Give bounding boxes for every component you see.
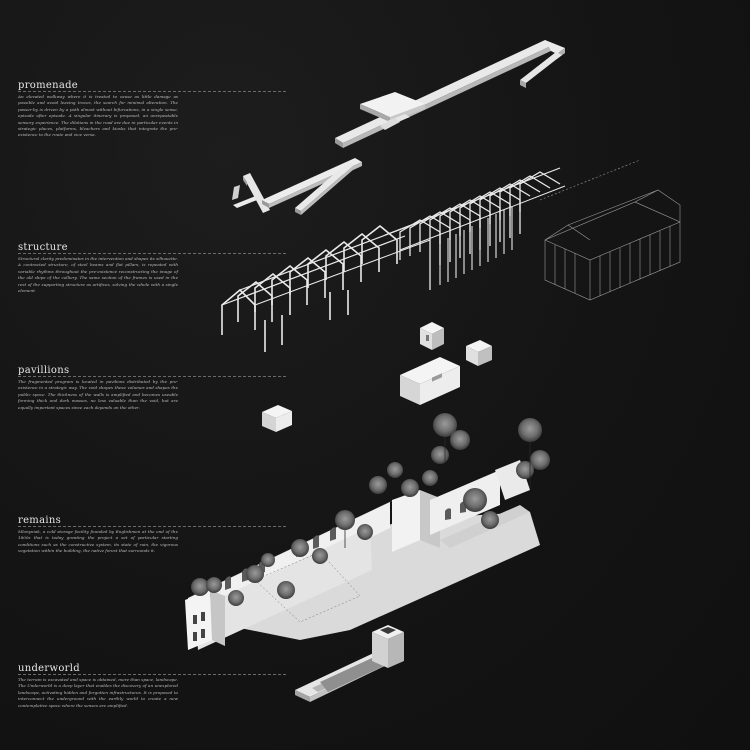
- structure-frame-model: [221, 159, 681, 352]
- section-promenade: promenade An elevated walkway where it i…: [18, 80, 288, 139]
- underworld-excavation-model: [295, 625, 404, 702]
- dashed-leader-line: [18, 376, 286, 377]
- section-title: promenade: [18, 80, 79, 91]
- section-title: underworld: [18, 663, 80, 674]
- pavillions-model: [262, 322, 492, 432]
- dashed-leader-line: [18, 674, 286, 675]
- dashed-leader-line: [18, 526, 286, 527]
- section-title: pavillions: [18, 365, 70, 376]
- dashed-leader-line: [18, 91, 286, 92]
- section-remains: remains Mlonyniak, a cold storage facili…: [18, 515, 288, 555]
- section-pavillions: pavillions The fragmented program is loc…: [18, 365, 288, 411]
- section-structure: structure Structural clarity predominate…: [18, 242, 288, 294]
- section-title: remains: [18, 515, 62, 526]
- dashed-leader-line: [18, 253, 286, 254]
- section-title: structure: [18, 242, 68, 253]
- promenade-walkway-model: [232, 40, 565, 215]
- section-text: The fragmented program is located in pav…: [18, 379, 178, 410]
- section-text: An elevated walkway where it is treated …: [18, 94, 178, 138]
- section-text: The terrain is excavated and space is ob…: [18, 677, 178, 708]
- section-underworld: underworld The terrain is excavated and …: [18, 663, 288, 709]
- section-text: Mlonyniak, a cold storage facility found…: [18, 529, 178, 554]
- remains-ruin-model: [185, 413, 550, 650]
- section-text: Structural clarity predominates in the i…: [18, 256, 178, 294]
